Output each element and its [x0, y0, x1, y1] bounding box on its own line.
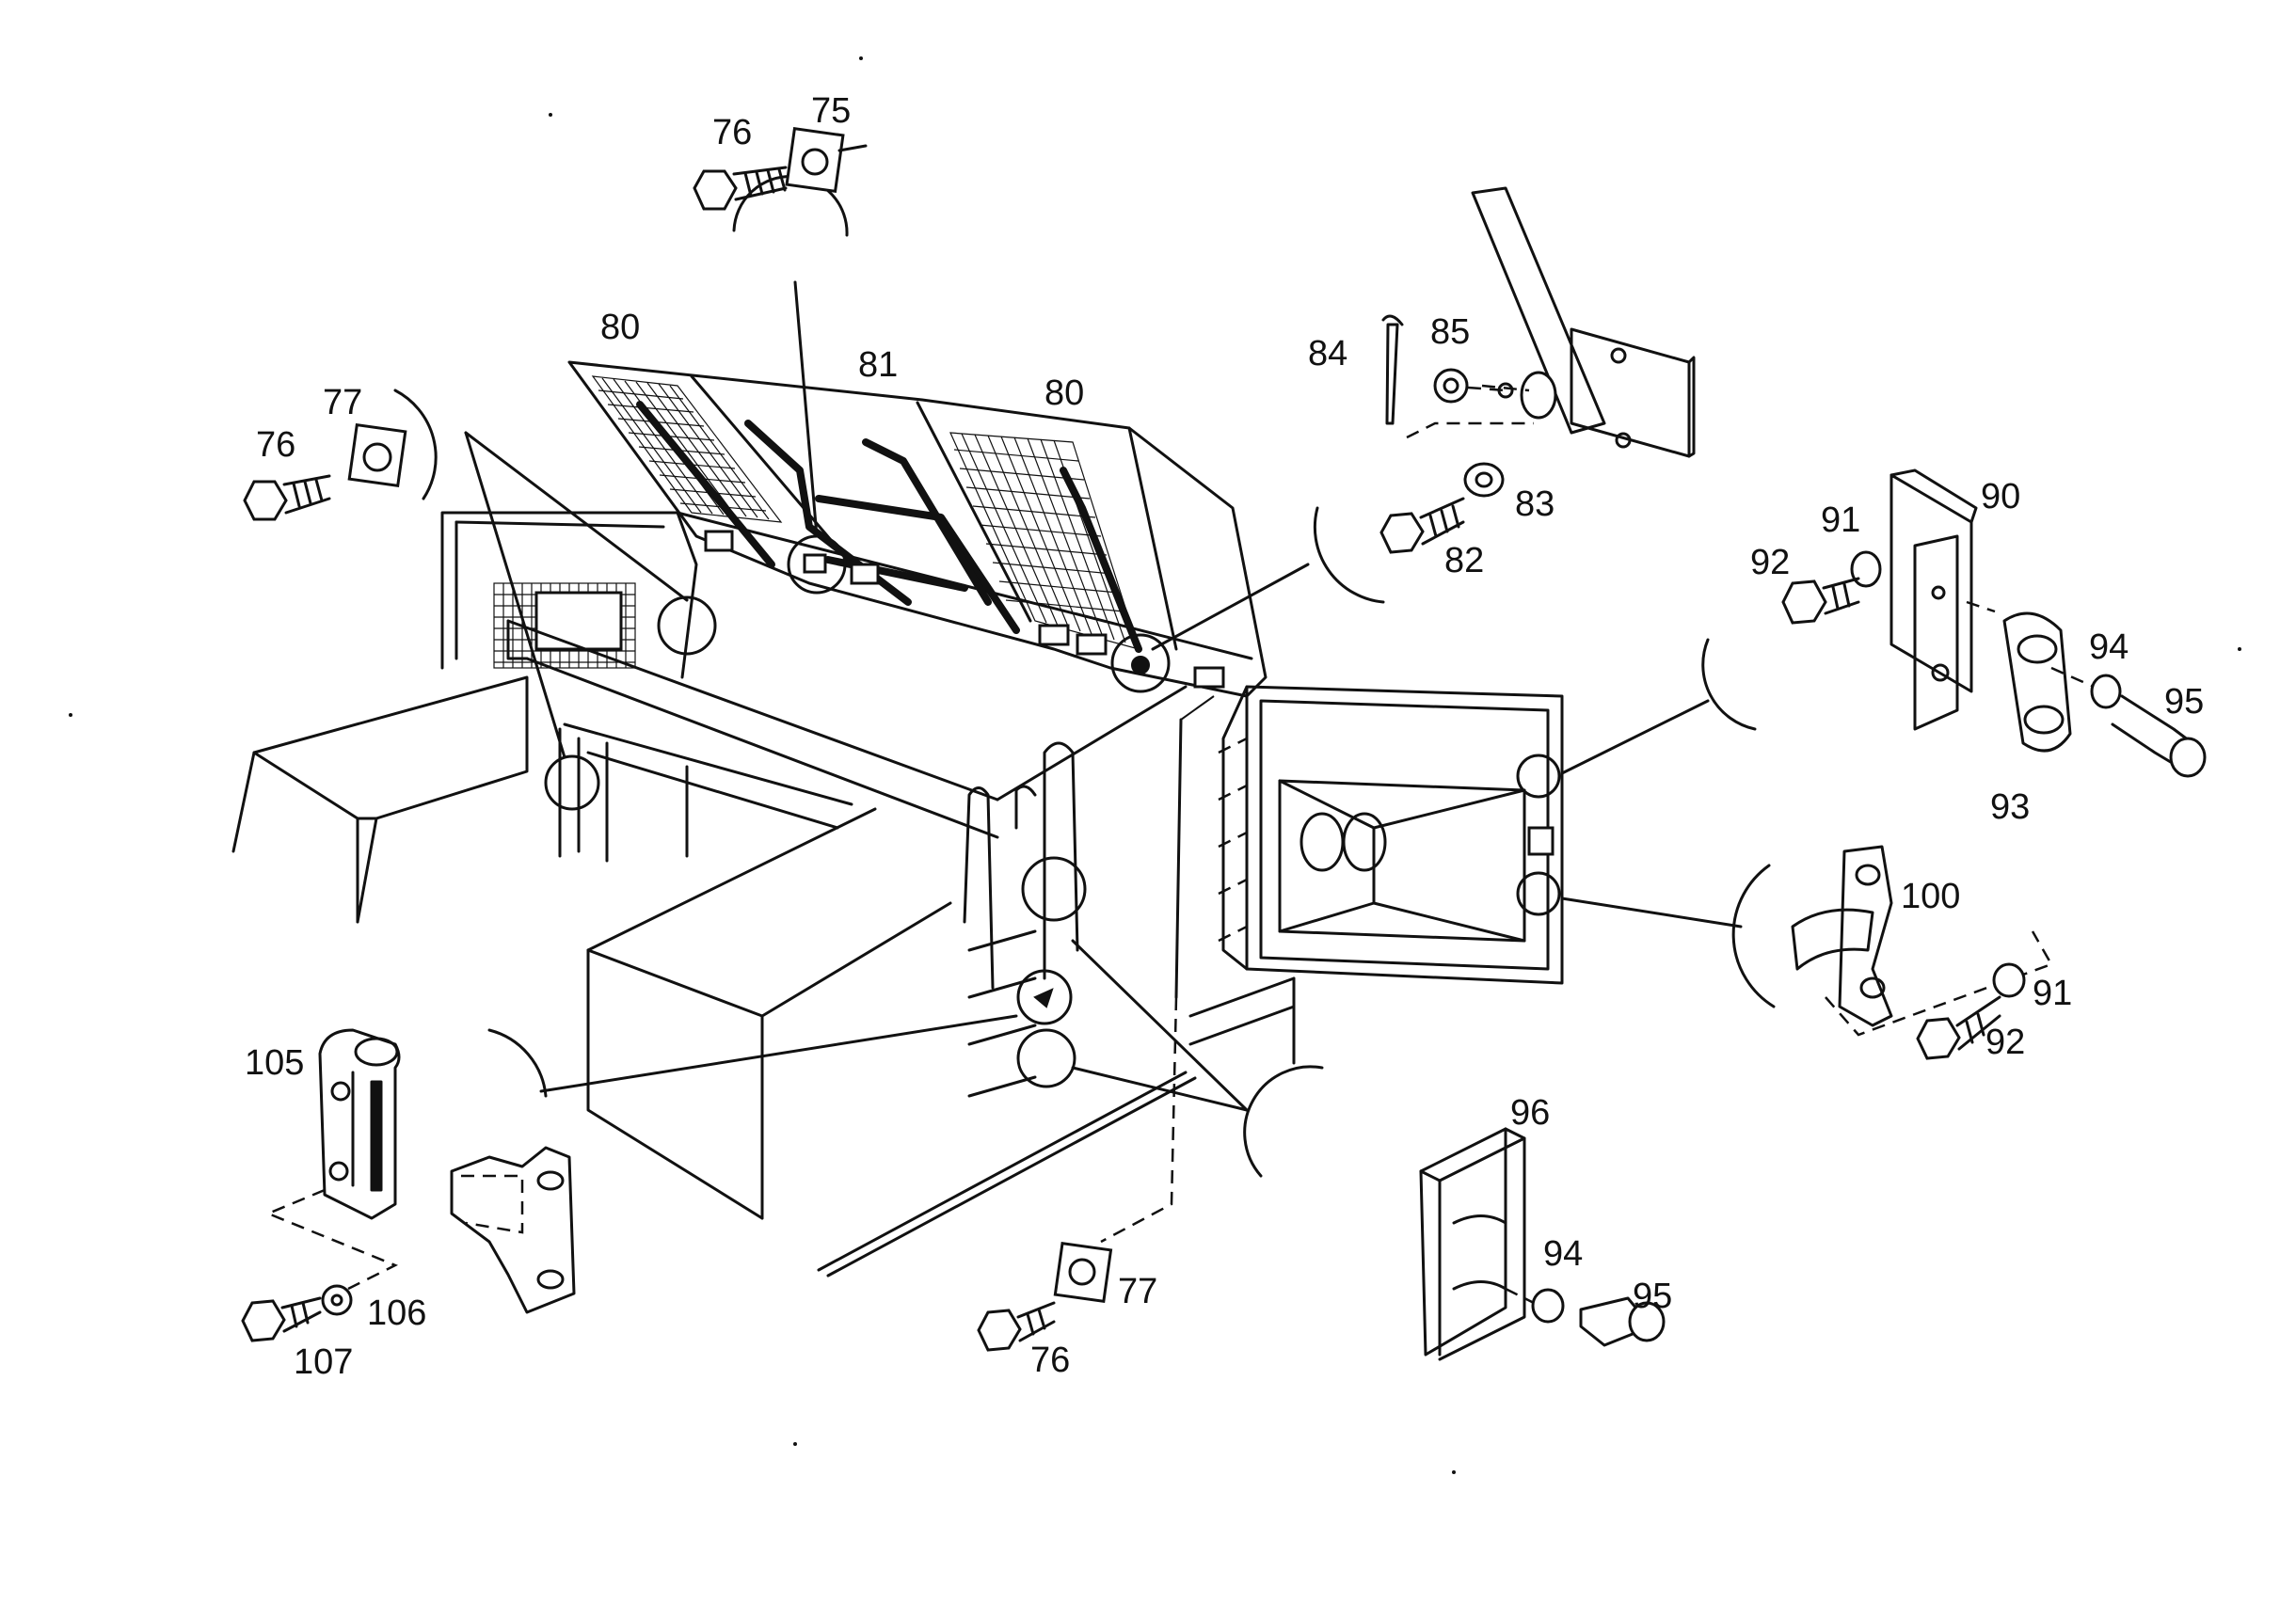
block-assembly-96	[1419, 1127, 1666, 1361]
latch-assembly-100	[1791, 845, 2053, 1060]
callout-76-left: 76	[256, 425, 295, 465]
callout-84: 84	[1308, 334, 1347, 373]
callout-80-left: 80	[600, 308, 640, 347]
callout-labels: 75 76 80 81 80 84 85 83 82 77 76 90 91 9…	[245, 91, 2204, 1382]
callout-100: 100	[1901, 877, 1960, 916]
callout-91-bottom: 91	[2033, 974, 2072, 1013]
callout-96: 96	[1510, 1093, 1550, 1133]
callout-81: 81	[858, 345, 898, 385]
callout-85: 85	[1430, 312, 1470, 352]
callout-77-bottom: 77	[1118, 1272, 1157, 1311]
detail-circles	[544, 534, 1561, 1088]
callout-93: 93	[1990, 787, 2030, 827]
bolt-76-nut-77-bottom	[977, 1241, 1113, 1352]
enclosure-body	[231, 511, 1296, 1278]
callout-92-top: 92	[1750, 543, 1790, 582]
callout-94-bottom: 94	[1543, 1234, 1583, 1274]
callout-107: 107	[294, 1342, 353, 1382]
callout-77-left: 77	[323, 383, 362, 422]
callout-106: 106	[367, 1294, 426, 1333]
callout-83: 83	[1515, 484, 1555, 524]
callout-76-bottom: 76	[1030, 1341, 1070, 1380]
callout-105: 105	[245, 1043, 304, 1083]
scan-specks	[69, 56, 2241, 1474]
leader-lines	[393, 175, 1776, 1178]
callout-76-top: 76	[712, 113, 752, 152]
callout-75: 75	[811, 91, 851, 131]
callout-80-right: 80	[1044, 373, 1084, 413]
callout-95-top: 95	[2164, 682, 2204, 722]
side-door	[1218, 685, 1564, 985]
bolt-76-nut-75-top	[693, 126, 868, 211]
hinge-assembly-82-85	[1379, 186, 1696, 554]
callout-91-top: 91	[1821, 500, 1860, 540]
bracket-assembly-90-95	[1781, 468, 2207, 778]
callout-92-bottom: 92	[1985, 1023, 2025, 1062]
lid-panels	[567, 360, 1268, 698]
bolt-76-nut-77-left	[243, 422, 407, 521]
callout-90: 90	[1981, 477, 2020, 516]
latch-assembly-105	[241, 1028, 576, 1342]
callout-95-bottom: 95	[1633, 1277, 1672, 1316]
ladder-hooks	[963, 741, 1178, 1244]
callout-94-top: 94	[2089, 627, 2129, 667]
callout-82: 82	[1444, 541, 1484, 580]
